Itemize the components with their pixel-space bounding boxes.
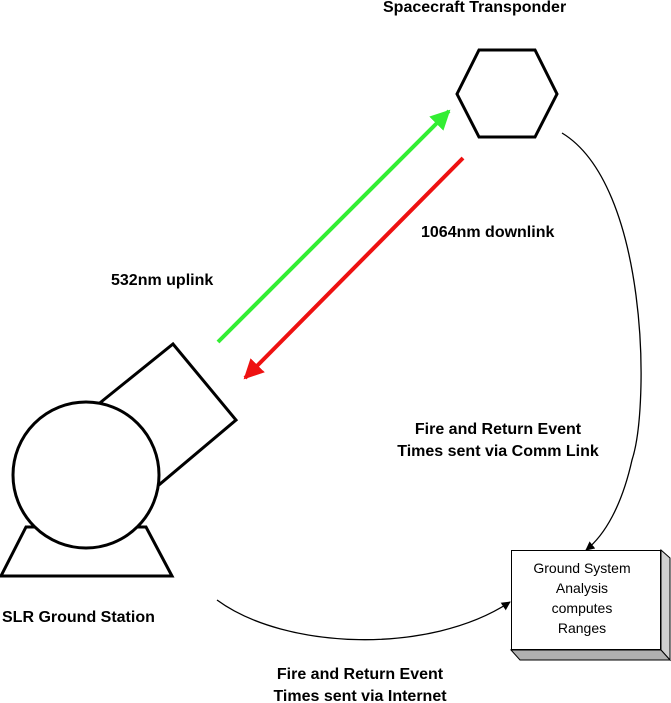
uplink-arrow: [216, 109, 451, 344]
analysis-line-2: Analysis: [555, 580, 609, 596]
analysis-box: [511, 550, 661, 650]
ground-station-label: SLR Ground Station: [2, 609, 155, 626]
internet-line-2: Times sent via Internet: [273, 688, 447, 703]
internet-line-1: Fire and Return Event: [276, 666, 444, 683]
comm-link-line-2: Times sent via Comm Link: [397, 443, 599, 460]
comm-link-line-1: Fire and Return Event: [414, 421, 582, 438]
downlink-arrow: [243, 156, 465, 380]
analysis-box-bottom: [509, 649, 671, 661]
analysis-line-3: computes: [551, 600, 613, 616]
uplink-label: 532nm uplink: [111, 272, 214, 289]
analysis-line-1: Ground System: [533, 560, 631, 576]
analysis-box-side: [660, 548, 671, 662]
analysis-line-4: Ranges: [557, 620, 607, 636]
ground-station-dish: [11, 400, 161, 550]
comm-link-curve: [561, 132, 642, 551]
internet-label: Fire and Return Event Times sent via Int…: [245, 664, 475, 703]
internet-curve: [216, 599, 511, 641]
transponder-hexagon: [455, 48, 559, 139]
downlink-label: 1064nm downlink: [421, 224, 555, 241]
analysis-box-label: Ground System Analysis computes Ranges: [511, 558, 653, 638]
transponder-label: Spacecraft Transponder: [383, 0, 567, 16]
comm-link-label: Fire and Return Event Times sent via Com…: [378, 419, 618, 463]
